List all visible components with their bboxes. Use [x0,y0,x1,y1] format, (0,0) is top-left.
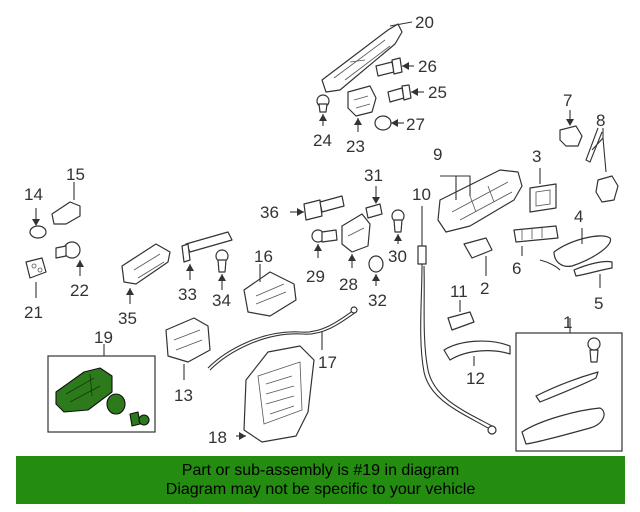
part-24-screw: 24 [313,94,332,150]
callout-29: 29 [306,267,325,286]
callout-30: 30 [388,247,407,266]
part-7-clip: 7 [559,91,583,147]
part-12-inner-handle: 12 [443,340,511,388]
callout-18: 18 [208,428,227,447]
callout-20: 20 [415,13,434,32]
callout-13: 13 [174,386,193,405]
part-23-bracket: 23 [346,85,377,156]
part-21-cap: 21 [24,257,47,322]
part-6-sensor: 6 [512,225,561,278]
callout-11: 11 [450,282,468,301]
callout-21: 21 [24,303,43,322]
callout-23: 23 [346,137,365,156]
part-5-seal: 5 [573,260,613,313]
part-13-lock: 13 [165,317,211,405]
part-17-cable: 17 [207,306,358,372]
callout-16: 16 [254,247,273,266]
callout-9: 9 [433,145,442,164]
part-14-plug: 14 [24,185,47,239]
callout-1: 1 [563,313,572,332]
callout-36: 36 [260,203,279,222]
part-31-screw: 31 [364,166,383,219]
part-8-cap: 8 [585,111,619,203]
callout-32: 32 [368,291,387,310]
part-9-carrier: 9 [433,145,523,233]
callout-24: 24 [313,131,332,150]
callout-6: 6 [512,259,521,278]
part-30-screw: 30 [388,209,407,266]
callout-14: 14 [24,185,43,204]
callout-22: 22 [70,281,89,300]
part-10-cable: 10 [412,185,497,435]
callout-2: 2 [480,279,489,298]
callout-7: 7 [563,91,572,110]
part-20-bracket: 20 [321,13,434,93]
part-25-screw: 25 [387,83,447,103]
info-banner: Part or sub-assembly is #19 in diagram D… [16,456,625,504]
callout-10: 10 [412,185,431,204]
callout-15: 15 [66,165,85,184]
part-2-cover: 2 [463,237,493,298]
part-18-door-module: 18 [208,345,315,447]
callout-4: 4 [574,207,583,226]
banner-line-1: Part or sub-assembly is #19 in diagram [181,462,460,479]
banner-line-2: Diagram may not be specific to your vehi… [165,481,476,498]
callout-28: 28 [339,275,358,294]
part-36-bolt: 36 [260,195,345,222]
part-11-cylinder: 11 [447,282,475,331]
part-16-cover: 16 [243,247,297,317]
callout-5: 5 [594,294,603,313]
part-1-assembly: 1 [515,313,623,452]
part-3-gasket: 3 [529,147,557,213]
part-33-rod: 33 [178,231,233,304]
callout-25: 25 [428,83,447,102]
callout-27: 27 [406,115,425,134]
callout-8: 8 [596,111,605,130]
part-4-handle: 4 [553,207,612,267]
part-26-screw: 26 [375,57,437,77]
callout-33: 33 [178,285,197,304]
part-32-plug: 32 [368,255,387,310]
callout-34: 34 [212,291,231,310]
callout-19: 19 [94,328,113,347]
part-27-plug: 27 [374,115,425,134]
callout-12: 12 [466,369,485,388]
part-22-bolt: 22 [55,241,89,300]
part-35-handle: 35 [118,243,171,328]
callout-35: 35 [118,309,137,328]
part-28-bracket: 28 [339,213,371,294]
callout-17: 17 [318,353,337,372]
part-15-pull: 15 [51,165,85,225]
callout-26: 26 [418,57,437,76]
part-19-motor-assembly: 19 [47,328,156,433]
parts-diagram: 20 26 25 24 23 27 [24,13,623,452]
callout-3: 3 [532,147,541,166]
callout-31: 31 [364,166,383,185]
part-29-screw: 29 [306,229,338,286]
part-34-screw: 34 [212,249,231,310]
